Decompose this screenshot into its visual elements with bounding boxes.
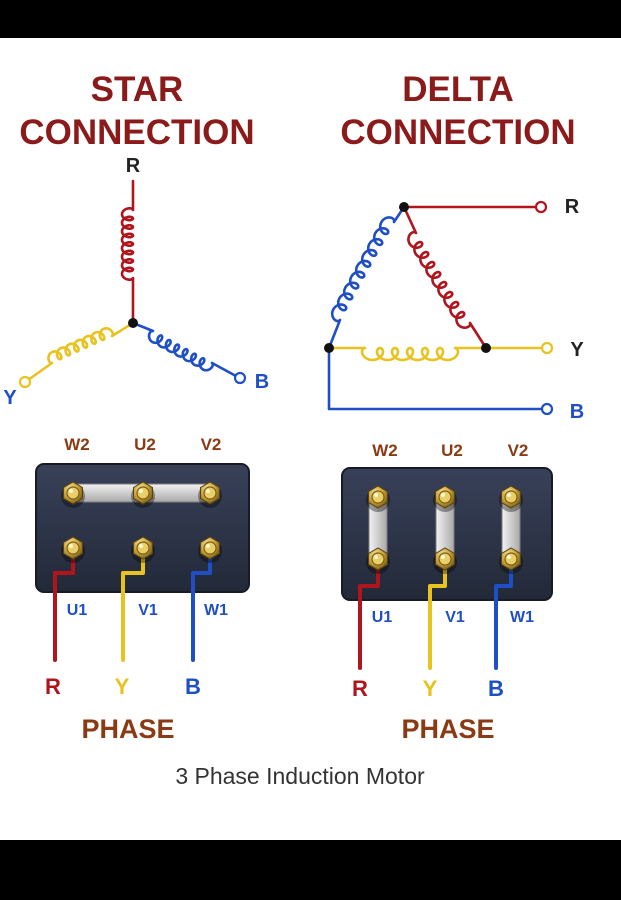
delta-b-wire [494,567,513,670]
delta-phase-b: B [488,676,504,701]
terminal-screw-highlight [206,489,210,493]
terminal-screw [136,486,150,500]
delta-windings [324,200,554,416]
delta-terminal-u1: U1 [372,609,393,626]
star-r-wire [53,556,75,662]
star-phase-b: B [185,674,201,699]
terminal-screw [203,486,217,500]
coil-icon [360,346,460,362]
delta-terminal-v2: V2 [508,441,529,460]
delta-node-left [324,343,334,353]
delta-node-right [481,343,491,353]
terminal-screw [203,541,217,555]
star-neutral-point [128,318,138,328]
delta-b-line [327,346,544,411]
delta-label-b: B [570,401,584,423]
delta-y-wire [428,567,447,670]
coil-icon [407,230,472,329]
terminal-screw [438,552,452,566]
star-phase-label: PHASE [81,714,174,744]
delta-title-line2: CONNECTION [340,113,575,152]
delta-phase-y: Y [423,676,438,701]
star-phase-y: Y [115,674,130,699]
star-terminal-board [35,463,250,662]
terminal-screw [371,552,385,566]
delta-terminal-board [341,467,553,670]
delta-r-wire [358,567,380,670]
star-label-b: B [255,371,269,393]
terminal-screw [66,486,80,500]
terminal-screw-highlight [69,544,73,548]
star-b-lead [210,361,238,378]
star-terminal-v2: V2 [201,435,222,454]
coil-icon [147,329,215,372]
delta-title-line1: DELTA [402,70,513,109]
coil-icon [120,207,135,281]
terminal-screw-highlight [139,489,143,493]
star-title-line1: STAR [91,70,184,109]
star-phase-r: R [45,674,61,699]
star-label-r: R [126,155,141,177]
delta-r-open-terminal [534,200,548,214]
coil-icon [47,326,115,365]
delta-y-open-terminal [540,341,554,355]
connection-diagram: STAR CONNECTION DELTA CONNECTION R Y B R… [3,70,584,789]
star-y-lead [26,361,54,382]
terminal-screw [136,541,150,555]
star-windings [18,179,247,389]
terminal-screw-highlight [507,555,511,559]
delta-node-top [399,202,409,212]
delta-label-y: Y [570,339,584,361]
star-b-wire [191,556,212,662]
terminal-screw [66,541,80,555]
terminal-screw-highlight [374,493,378,497]
delta-terminal-w1: W1 [510,609,534,626]
star-title-line2: CONNECTION [19,113,254,152]
diagram-caption: 3 Phase Induction Motor [175,763,425,789]
star-label-y: Y [3,387,17,409]
terminal-screw-highlight [374,555,378,559]
star-y-open-terminal [18,375,32,389]
delta-phase-label: PHASE [401,714,494,744]
star-terminal-u1: U1 [67,602,88,619]
terminal-screw-highlight [69,489,73,493]
delta-label-r: R [565,196,580,218]
delta-terminal-v1: V1 [445,609,465,626]
star-terminal-u2: U2 [134,435,156,454]
delta-blue-lead-bottom [327,318,342,350]
terminal-screw-highlight [441,493,445,497]
coil-icon [330,216,396,323]
terminal-screw [371,490,385,504]
star-terminal-v1: V1 [138,602,158,619]
delta-terminal-w2: W2 [372,441,398,460]
terminal-screw [438,490,452,504]
star-b-open-terminal [233,371,247,385]
terminal-screw-highlight [206,544,210,548]
terminal-screw-highlight [139,544,143,548]
delta-terminal-u2: U2 [441,441,463,460]
star-terminal-w1: W1 [204,602,228,619]
terminal-screw-highlight [507,493,511,497]
star-y-wire [121,556,145,662]
delta-phase-r: R [352,676,368,701]
delta-b-open-terminal [540,402,554,416]
star-terminal-w2: W2 [64,435,90,454]
terminal-screw [504,490,518,504]
diagram-canvas: STAR CONNECTION DELTA CONNECTION R Y B R… [0,38,621,840]
terminal-screw-highlight [441,555,445,559]
terminal-screw [504,552,518,566]
